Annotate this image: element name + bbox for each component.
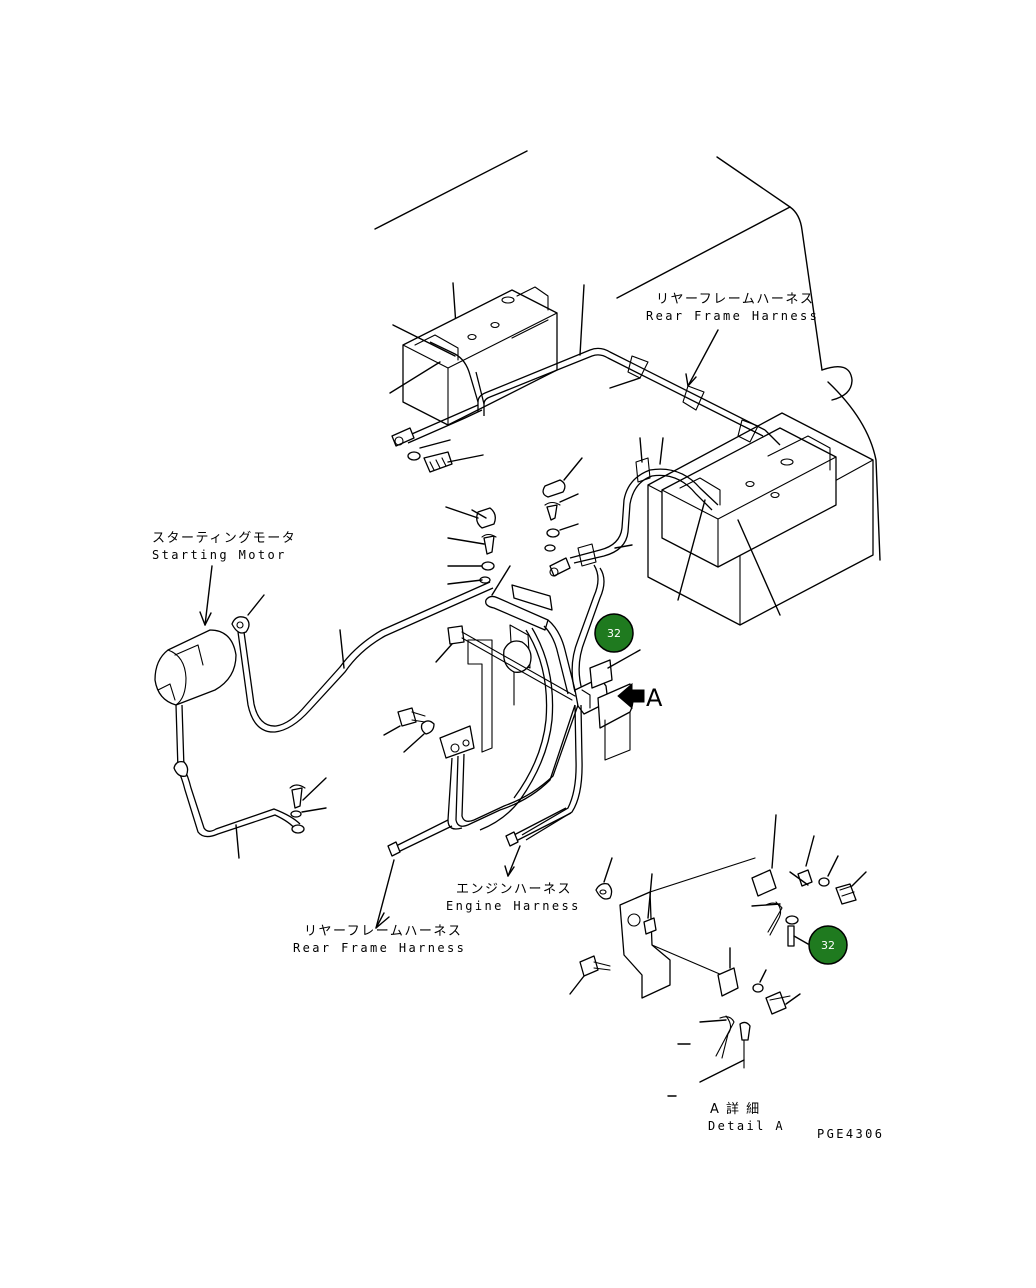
- label-engine-harness-jp: エンジンハーネス: [456, 882, 572, 897]
- battery-cable-right: [549, 437, 781, 693]
- harness-bundles: [387, 627, 583, 857]
- callout-32-lower[interactable]: 32: [808, 925, 848, 965]
- label-engine-harness-en: Engine Harness: [446, 899, 581, 913]
- callout-32-upper-circle[interactable]: [594, 613, 634, 653]
- central-bracket-junction: [383, 565, 641, 761]
- rear-frame-harness-top: [389, 324, 781, 447]
- view-arrow: A: [617, 682, 663, 712]
- battery-upper: [402, 286, 558, 426]
- battery-lower-right: [647, 412, 874, 626]
- label-starting-motor-en: Starting Motor: [152, 548, 287, 562]
- label-rear-frame-harness-top-en: Rear Frame Harness: [646, 309, 819, 323]
- label-rear-frame-harness-bottom-jp: リヤーフレームハーネス: [304, 924, 462, 939]
- machine-frame-outline: [374, 150, 881, 561]
- callout-32-lower-circle[interactable]: [808, 925, 848, 965]
- view-arrow-label: A: [646, 684, 663, 712]
- starting-motor: [154, 565, 237, 706]
- label-starting-motor-jp: スターティングモータ: [152, 531, 296, 546]
- labels: リヤーフレームハーネス Rear Frame Harness スターティングモー…: [152, 292, 884, 1141]
- drawing-code: PGE4306: [817, 1127, 884, 1141]
- callout-32-upper[interactable]: 32: [594, 613, 634, 653]
- label-detail-a-en: Detail A: [708, 1119, 785, 1133]
- fasteners-upper: [407, 439, 583, 585]
- label-detail-a-jp: A 詳 細: [710, 1101, 761, 1117]
- label-rear-frame-harness-top-jp: リヤーフレームハーネス: [656, 292, 814, 307]
- callout-32-lower-number: 32: [821, 939, 835, 952]
- label-leaders: [375, 329, 719, 929]
- starting-motor-cables: [173, 581, 494, 859]
- label-rear-frame-harness-bottom-en: Rear Frame Harness: [293, 941, 466, 955]
- callout-32-upper-number: 32: [607, 627, 621, 640]
- detail-a-assembly: [569, 814, 867, 1097]
